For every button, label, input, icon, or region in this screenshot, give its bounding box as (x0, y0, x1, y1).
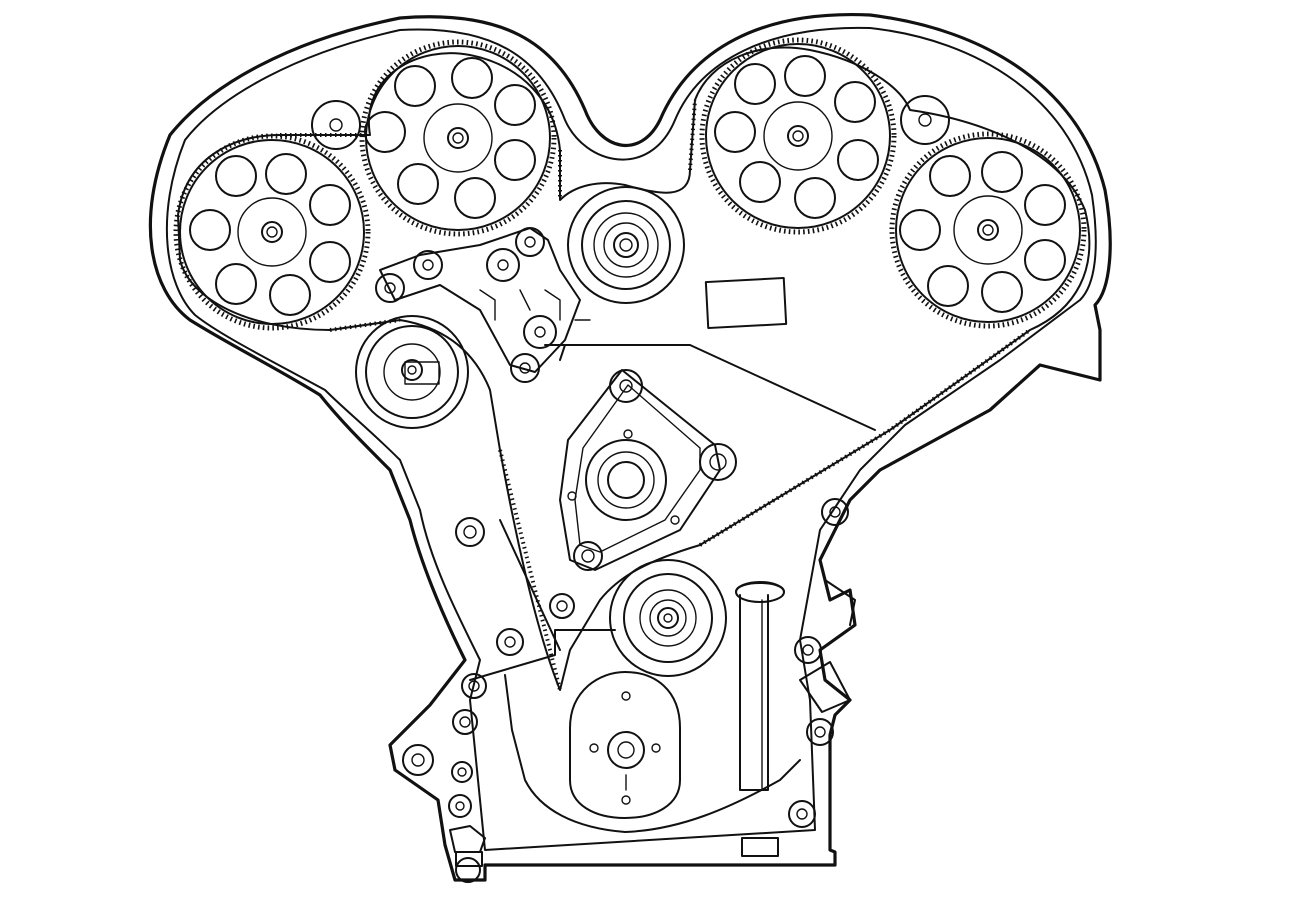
camshaft-sprocket-left-inner (359, 39, 557, 237)
tensioner-pulley (355, 315, 469, 429)
label-plate (704, 276, 788, 330)
camshaft-sprocket-left-outer (173, 133, 371, 331)
cover-divider-lines (469, 344, 876, 681)
tensioner-bracket (375, 227, 591, 383)
dipstick-tube (735, 581, 785, 791)
belt-guide (504, 674, 801, 833)
camshaft-sprocket-right-inner (699, 37, 897, 235)
water-pump (559, 369, 737, 571)
upper-idler-right (900, 95, 950, 145)
camshaft-sprocket-right-outer (889, 131, 1087, 329)
crankshaft-sprocket (569, 671, 681, 819)
inner-cover-outline (165, 26, 1097, 851)
timing-cover-outline (148, 12, 1112, 882)
right-side-bracket (799, 579, 856, 713)
upper-idler-left (311, 100, 361, 150)
lower-idler-pulley (609, 559, 727, 677)
sensor-fitting (449, 825, 486, 883)
center-idler-pulley (567, 186, 685, 304)
timing-belt-teeth (280, 99, 1032, 691)
cover-bolts (402, 498, 849, 857)
